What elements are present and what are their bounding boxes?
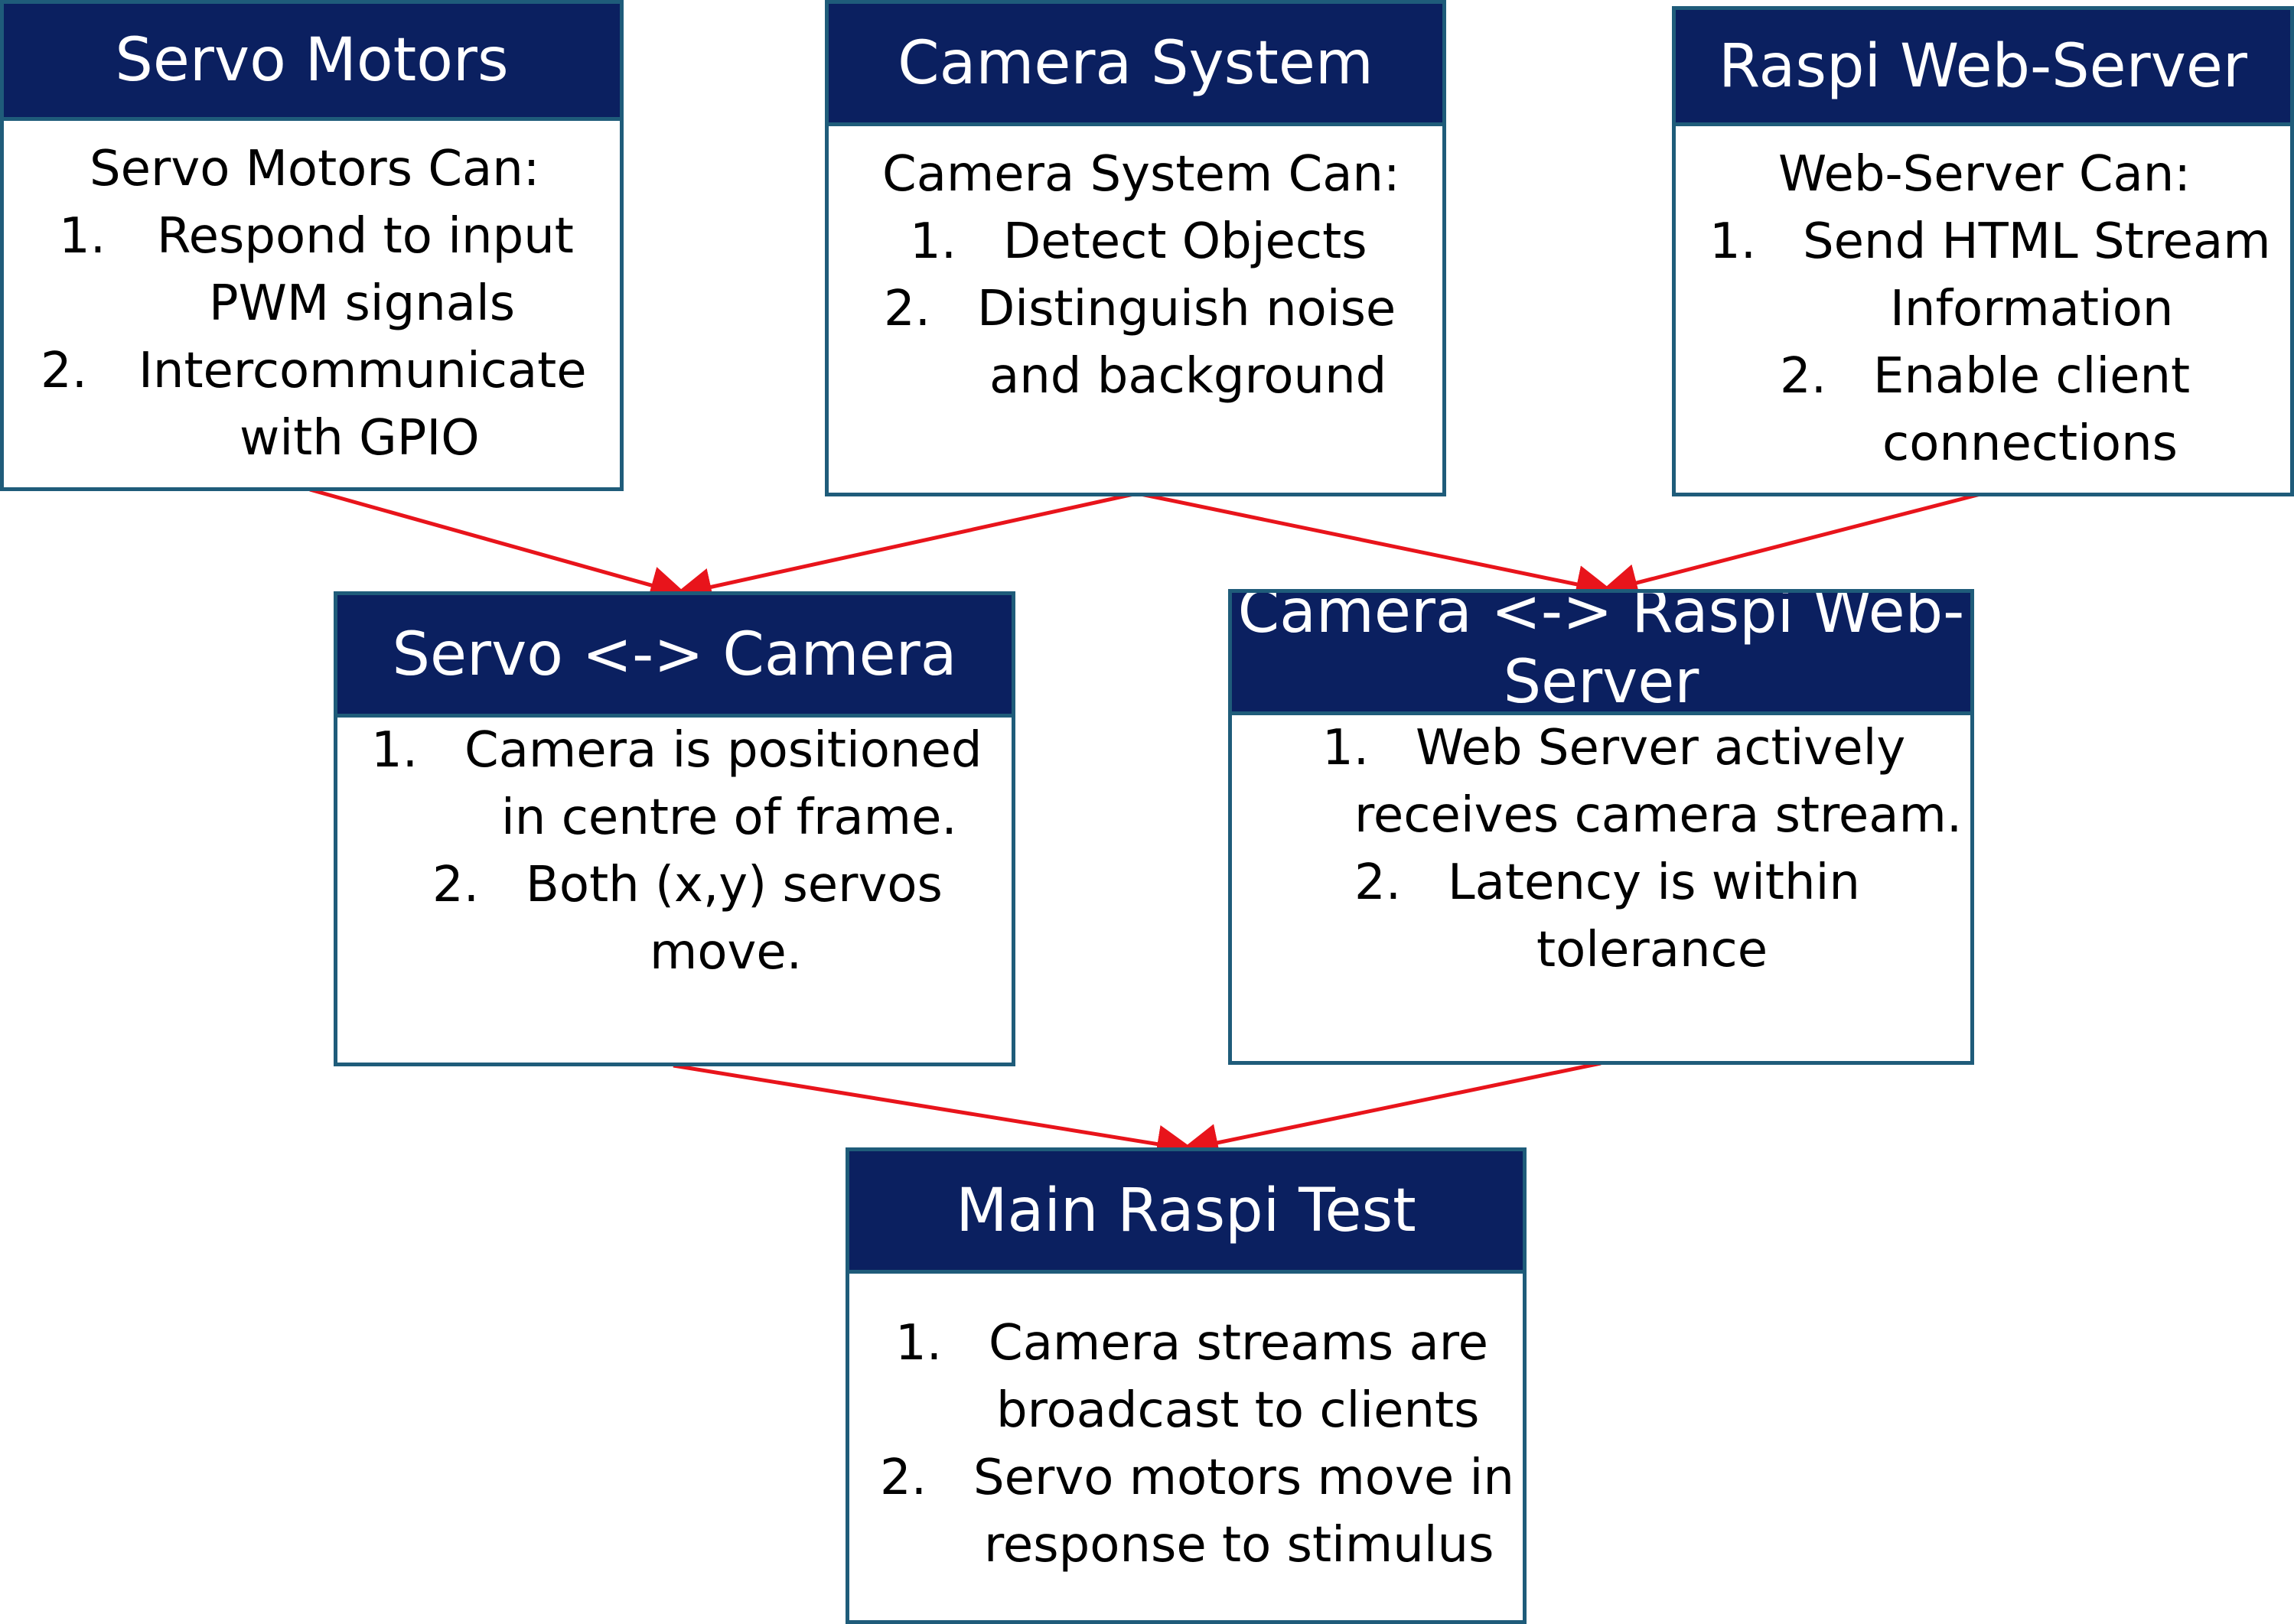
list-item: Camera streams are — [989, 1315, 1488, 1372]
list-item: response to stimulus — [984, 1517, 1494, 1574]
list-number: 1. — [371, 722, 419, 779]
list-item: Information — [1890, 281, 2174, 337]
web-server-box: Raspi Web-Server Web-Server Can: 1. Send … — [1672, 6, 2294, 496]
list-number: 2. — [880, 1450, 927, 1506]
arrow-camera-to-camera-web — [1136, 491, 1615, 604]
list-item: Both (x,y) servos — [526, 857, 943, 913]
arrow-servo-to-servo-camera — [309, 487, 689, 604]
list-number: 2. — [884, 281, 931, 337]
web-server-intro: Web-Server Can: — [1778, 146, 2191, 203]
list-item: in centre of frame. — [501, 789, 957, 846]
servo-motors-body: Servo Motors Can: 1. Respond to input PWM… — [4, 117, 620, 487]
list-number: 2. — [432, 857, 480, 913]
camera-web-box: Camera <-> Raspi Web- Server 1. Web Serve… — [1228, 589, 1974, 1065]
servo-camera-body: 1. Camera is positioned in centre of fram… — [337, 714, 1012, 1063]
list-item: move. — [650, 924, 803, 981]
camera-web-body: 1. Web Server actively receives camera st… — [1232, 711, 1970, 1061]
list-number: 2. — [1354, 854, 1402, 911]
list-item: Enable client — [1873, 348, 2191, 405]
camera-system-title: Camera System — [829, 4, 1442, 126]
arrow-camera-to-servo-camera — [673, 491, 1138, 606]
main-test-box: Main Raspi Test 1. Camera streams are bro… — [846, 1147, 1527, 1624]
list-item: broadcast to clients — [996, 1382, 1480, 1439]
list-item: with GPIO — [240, 410, 480, 467]
list-number: 1. — [910, 213, 957, 270]
list-item: connections — [1882, 415, 2178, 472]
camera-system-body: Camera System Can: 1. Detect Objects 2. Di… — [829, 122, 1442, 493]
list-item: Intercommunicate — [138, 343, 587, 399]
camera-web-title-line1: Camera <-> Raspi Web- — [1237, 593, 1965, 646]
servo-motors-title: Servo Motors — [4, 4, 620, 121]
list-item: receives camera stream. — [1354, 787, 1963, 844]
list-number: 2. — [1780, 348, 1827, 405]
list-number: 1. — [895, 1315, 943, 1372]
servo-motors-box: Servo Motors Servo Motors Can: 1. Respond… — [0, 0, 624, 491]
arrow-camera-web-to-main — [1180, 1061, 1602, 1162]
list-item: Detect Objects — [1003, 213, 1367, 270]
list-item: PWM signals — [209, 275, 516, 332]
camera-web-title: Camera <-> Raspi Web- Server — [1232, 593, 1970, 715]
list-item: Web Server actively — [1416, 720, 1906, 776]
camera-web-title-line2: Server — [1503, 647, 1699, 715]
web-server-title: Raspi Web-Server — [1676, 10, 2290, 126]
arrow-servo-camera-to-main — [673, 1063, 1195, 1163]
list-item: Latency is within — [1448, 854, 1860, 911]
list-item: Servo motors move in — [973, 1450, 1514, 1506]
camera-system-intro: Camera System Can: — [882, 146, 1400, 203]
servo-camera-box: Servo <-> Camera 1. Camera is positioned … — [334, 591, 1015, 1066]
camera-system-box: Camera System Camera System Can: 1. Detec… — [825, 0, 1446, 496]
list-item: Distinguish noise — [977, 281, 1396, 337]
list-item: Camera is positioned — [464, 722, 982, 779]
list-number: 1. — [1322, 720, 1370, 776]
list-number: 1. — [1709, 213, 1757, 270]
web-server-body: Web-Server Can: 1. Send HTML Stream Infor… — [1676, 122, 2290, 493]
list-item: tolerance — [1536, 922, 1768, 978]
servo-camera-title: Servo <-> Camera — [337, 595, 1012, 718]
list-item: Respond to input — [157, 208, 574, 265]
main-test-title: Main Raspi Test — [849, 1151, 1523, 1274]
list-item: and background — [989, 348, 1387, 405]
main-test-body: 1. Camera streams are broadcast to client… — [849, 1270, 1523, 1620]
servo-motors-intro: Servo Motors Can: — [90, 141, 540, 197]
list-item: Send HTML Stream — [1803, 213, 2271, 270]
list-number: 1. — [59, 208, 106, 265]
list-number: 2. — [41, 343, 88, 399]
arrow-webserver-to-camera-web — [1599, 491, 1984, 602]
